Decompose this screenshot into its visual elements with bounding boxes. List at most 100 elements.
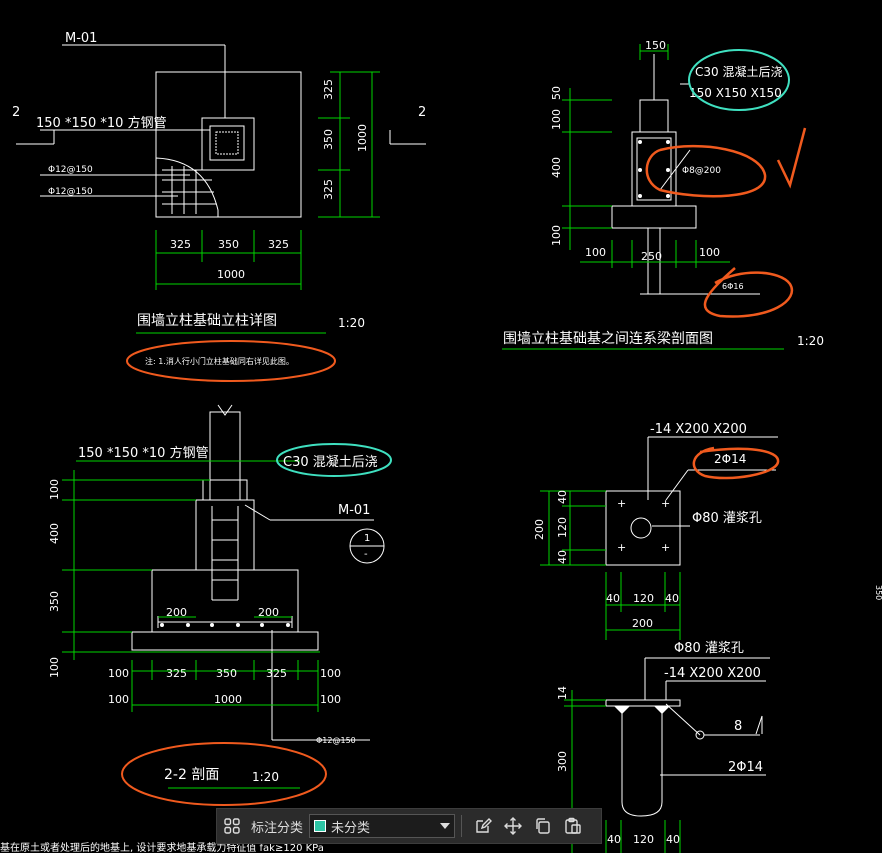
section-dim-200a: 200	[166, 606, 187, 619]
copy-icon[interactable]	[528, 811, 558, 841]
plan-rebar-grid	[162, 166, 216, 214]
plate-size-label: -14 X200 X200	[650, 422, 747, 437]
plate-dim-v3: 40	[556, 550, 569, 564]
anchor-dim-h2: 120	[633, 833, 654, 846]
section-dim-h5: 100	[320, 667, 341, 680]
chevron-down-icon	[440, 823, 451, 829]
annotation-ellipse-section-title	[121, 742, 327, 806]
plan-title: 围墙立柱基础立柱详图	[137, 312, 277, 329]
section-dim-200b: 200	[258, 606, 279, 619]
section-concrete-label: C30 混凝土后浇	[283, 454, 378, 470]
plan-dim-v3: 325	[322, 179, 335, 200]
plan-rebar-cutout	[155, 157, 219, 218]
edge-dim-text: 350	[874, 585, 882, 600]
section-dimensions	[62, 460, 320, 789]
plate-dim-v1: 40	[556, 490, 569, 504]
section-rebar-label: Φ12@150	[316, 736, 356, 745]
section-dim-v1: 100	[48, 479, 61, 500]
section-dim-h2b: 100	[320, 693, 341, 706]
plan-dim-h-total: 1000	[217, 268, 245, 281]
beam-concrete-label: C30 混凝土后浇	[695, 64, 782, 79]
beam-dim-v1: 50	[550, 86, 563, 100]
anchor-weld-label: 8	[734, 719, 742, 734]
svg-text:+: +	[661, 541, 670, 554]
category-label: 标注分类	[251, 819, 304, 835]
beam-rebars	[638, 140, 670, 198]
plan-pipe-label: 150 *150 *10 方钢管	[36, 115, 167, 131]
plan-section-right: 2	[418, 105, 426, 120]
annotation-ellipse-note	[126, 340, 336, 382]
move-icon[interactable]	[498, 811, 528, 841]
plan-scale: 1:20	[338, 316, 365, 330]
beam-dimensions	[502, 44, 784, 350]
section-geometry	[131, 404, 374, 741]
beam-section	[611, 54, 760, 295]
plate-dim-h3: 40	[665, 592, 679, 605]
plan-dim-h3: 325	[268, 238, 289, 251]
section-scale: 1:20	[252, 770, 279, 784]
beam-stirrup-label: Φ8@200	[682, 166, 721, 176]
anchor-dim-h3: 40	[666, 833, 680, 846]
section-dim-h3: 350	[216, 667, 237, 680]
anchor-hole-label: Φ80 灌浆孔	[674, 641, 744, 656]
plan-pipe-outer	[209, 125, 245, 161]
plan-dim-v-total: 1000	[356, 124, 369, 152]
plan-pedestal	[201, 117, 255, 171]
svg-text:+: +	[617, 497, 626, 510]
grid-menu-icon[interactable]	[217, 811, 247, 841]
plate-dim-v-total: 200	[533, 519, 546, 540]
beam-size-label: 150 X150 X150	[689, 86, 782, 100]
plan-rebar-2: Φ12@150	[48, 187, 93, 197]
plan-dim-v2: 350	[322, 129, 335, 150]
edit-icon[interactable]	[468, 811, 498, 841]
annotation-mark-plate-bars	[692, 446, 780, 480]
plate-dim-v2: 120	[556, 517, 569, 538]
category-selected-value: 未分类	[331, 819, 371, 835]
toolbar-divider	[461, 815, 463, 837]
section-mark-label: M-01	[338, 503, 370, 518]
beam-dim-h2: 250	[641, 250, 662, 263]
section-dim-h2a: 100	[108, 693, 129, 706]
plate-dim-h1: 40	[606, 592, 620, 605]
plate-dimensions	[540, 490, 681, 640]
anchor-welds	[614, 706, 670, 714]
beam-dim-top: 150	[645, 39, 666, 52]
beam-bars-label: 6Φ16	[722, 282, 744, 291]
anchor-elevation	[605, 657, 770, 817]
section-dim-v2: 400	[48, 523, 61, 544]
plate-bars-label: 2Φ14	[714, 452, 746, 466]
anchor-size-label: -14 X200 X200	[664, 666, 761, 681]
beam-dim-h1: 100	[585, 246, 606, 259]
section-title: 2-2 剖面	[164, 767, 219, 783]
plate-dim-h-total: 200	[632, 617, 653, 630]
beam-scale: 1:20	[797, 334, 824, 348]
plate-bolts: + + + +	[617, 497, 670, 554]
detail-callout-top: 1	[364, 533, 370, 544]
section-dim-h4: 325	[266, 667, 287, 680]
plan-rebar-1: Φ12@150	[48, 165, 93, 175]
plan-pipe-inner	[215, 131, 239, 155]
anchor-dim-300: 300	[556, 751, 569, 772]
svg-text:+: +	[617, 541, 626, 554]
plate-dim-h2: 120	[633, 592, 654, 605]
plan-section-left: 2	[12, 105, 20, 120]
svg-text:+: +	[661, 497, 670, 510]
paste-icon[interactable]	[558, 811, 588, 841]
plan-note: 注: 1.消人行小门立柱基础同右详见此图。	[145, 356, 294, 366]
anchor-dim-h1: 40	[607, 833, 621, 846]
beam-dim-h3: 100	[699, 246, 720, 259]
section-dim-h1: 100	[108, 667, 129, 680]
beam-dim-v4: 100	[550, 225, 563, 246]
section-dim-h2-total: 1000	[214, 693, 242, 706]
category-color-swatch	[314, 820, 327, 832]
section-rebars	[160, 623, 290, 627]
plan-dim-h2: 350	[218, 238, 239, 251]
detail-callout-bottom: -	[364, 549, 368, 560]
beam-dim-v3: 400	[550, 157, 563, 178]
plate-plan	[605, 436, 778, 566]
section-dim-h2: 325	[166, 667, 187, 680]
annotation-toolbar: 标注分类 未分类	[216, 808, 602, 844]
category-select[interactable]: 未分类	[309, 814, 456, 838]
section-dim-v4: 100	[48, 657, 61, 678]
